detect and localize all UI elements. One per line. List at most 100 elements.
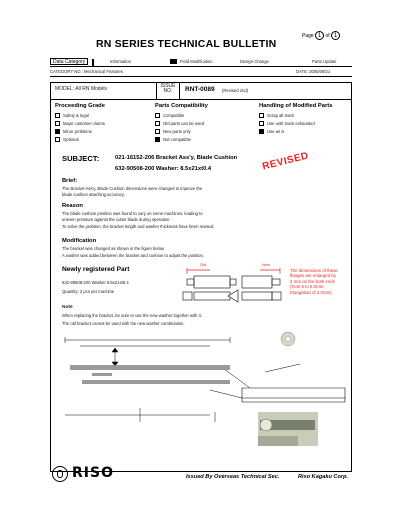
handling-checkbox-2[interactable] [259,121,264,126]
riso-logo-mark [52,466,68,482]
modification-title: Modification [62,238,97,244]
page-current: 1 [315,31,325,40]
bulletin-code: RNT-0089 [185,86,215,93]
company-name: Riso Kagaku Corp. [298,474,349,480]
flange-note-line: The dimensions of these [290,268,338,273]
content-frame [50,82,352,472]
category-no: CATEGORY NO.: Mechanical Features [50,69,123,74]
parts-compat-title: Parts Compatibility [155,103,208,109]
bracket-profile-2 [82,380,230,384]
handling-option-2: Use until stock exhausted [259,120,349,127]
proceeding-grade-title: Proceeding Grade [55,103,105,109]
parts-option-label: Compatible [163,113,185,118]
proceeding-option-label: Major customer claims [63,121,105,126]
issued-by: Issued By Overseas Technical Sec. [186,474,280,480]
label-new: New [262,262,271,267]
new-part-line-1: 632-90508-200 Washer 8.5x21xt0.4 [62,280,129,285]
proceeding-checkbox-1[interactable] [55,113,60,118]
issue-box: ISSUE NO. [156,83,180,99]
parts-option-3: New parts only [155,128,255,135]
divider [50,76,352,77]
note-title: Note [62,305,73,310]
subject-line-2: 632-90508-200 Washer: 8.5x21xt0.4 [115,166,212,172]
proceeding-checkbox-4[interactable] [55,137,60,142]
parts-option-1: Compatible [155,112,255,119]
bracket-profile-1 [70,365,230,370]
modification-line-1: The bracket was changed as shown in the … [62,246,165,251]
reason-line-3: To solve the problem, the bracket length… [62,224,215,229]
brief-line-2: blade cushion attaching accuracy. [62,192,125,197]
category-item-1: Information [110,59,131,64]
note-line-1: When replacing the bracket, be sure to u… [62,313,202,318]
data-category-row: Data Category Information Field Modifica… [50,56,352,66]
handling-option-label: Use until stock exhausted [267,121,315,126]
parts-checkbox-1[interactable] [155,113,160,118]
parts-option-4: Not compatible [155,136,255,143]
page-label: Page [302,33,314,39]
model-label: MODEL: All RN Models [55,86,107,92]
modification-line-2: A washer was added between the bracket a… [62,253,205,258]
divider [50,99,352,100]
page-total: 1 [331,31,341,40]
note-line-2: The old bracket cannot be used with the … [62,321,185,326]
proceeding-option-label: Minor problems [63,129,92,134]
new-part-title: Newly registered Part [62,266,130,273]
handling-option-label: Use as is [267,129,285,134]
bracket-comparison-diagram [182,268,282,303]
divider [50,66,352,67]
reason-line-1: The blade cushion position was found to … [62,211,203,216]
flange-note-line: 2 mm on the both ends [290,278,335,284]
handling-option-1: Scrap all stock [259,112,349,119]
brief-line-1: The Bracket Ass'y, Blade Cushion dimensi… [62,186,203,191]
label-old: Old [200,262,207,267]
blade-cushion-bracket [241,387,346,403]
handling-title: Handling of Modified Parts [259,103,333,109]
parts-option-label: Not compatible [163,137,191,142]
proceeding-option-label: Optional [63,137,79,142]
new-part-line-2: Quantity: 2 pcs per machine [62,289,115,294]
category-checkbox-2[interactable] [170,59,177,64]
flange-note-line: (from 5 to 6.0mm: [290,284,325,290]
page-indicator: Page 1 of 1 [302,31,341,40]
page-title: RN SERIES TECHNICAL BULLETIN [96,38,277,50]
bulletin-code-suffix: (Revised 2nd) [222,88,249,93]
new-bracket-shape [241,275,273,289]
parts-option-label: Old parts can be used [163,121,204,126]
reason-title: Reason [62,203,83,209]
proceeding-checkbox-3[interactable] [55,129,60,134]
issue-label: ISSUE [160,83,176,89]
parts-checkbox-4[interactable] [155,137,160,142]
handling-option-label: Scrap all stock [267,113,295,118]
old-bracket-shape [193,275,231,289]
parts-checkbox-3[interactable] [155,129,160,134]
subject-label: SUBJECT: [62,154,100,163]
parts-checkbox-2[interactable] [155,121,160,126]
proceeding-option-3: Minor problems [55,128,150,135]
page-of: of [325,33,330,39]
proceeding-option-1: Safety & legal [55,112,150,119]
proceeding-option-4: Optional [55,136,150,143]
flange-note-line: Elongation of 2.0mm) [290,289,332,295]
handling-option-3: Use as is [259,128,349,135]
technical-drawing [64,331,346,446]
brief-title: Brief: [62,178,78,184]
flange-note-line: flanges are enlarged by [290,273,336,279]
parts-option-2: Old parts can be used [155,120,255,127]
bracket-tab [92,373,112,376]
handling-checkbox-1[interactable] [259,113,264,118]
riso-logo-text: RISO [72,465,114,481]
category-item-4: Parts Update [312,59,337,64]
category-divider [92,59,94,66]
parts-option-label: New parts only [163,129,191,134]
category-item-2: Field Modification [180,59,213,64]
subject-line-1: 021-16152-206 Bracket Ass'y, Blade Cushi… [115,155,238,161]
reason-line-2: uneven pressure against the cutter blade… [62,217,171,222]
proceeding-checkbox-2[interactable] [55,121,60,126]
proceeding-option-label: Safety & legal [63,113,89,118]
data-category-label: Data Category [50,58,89,65]
handling-checkbox-3[interactable] [259,129,264,134]
proceeding-option-2: Major customer claims [55,120,150,127]
